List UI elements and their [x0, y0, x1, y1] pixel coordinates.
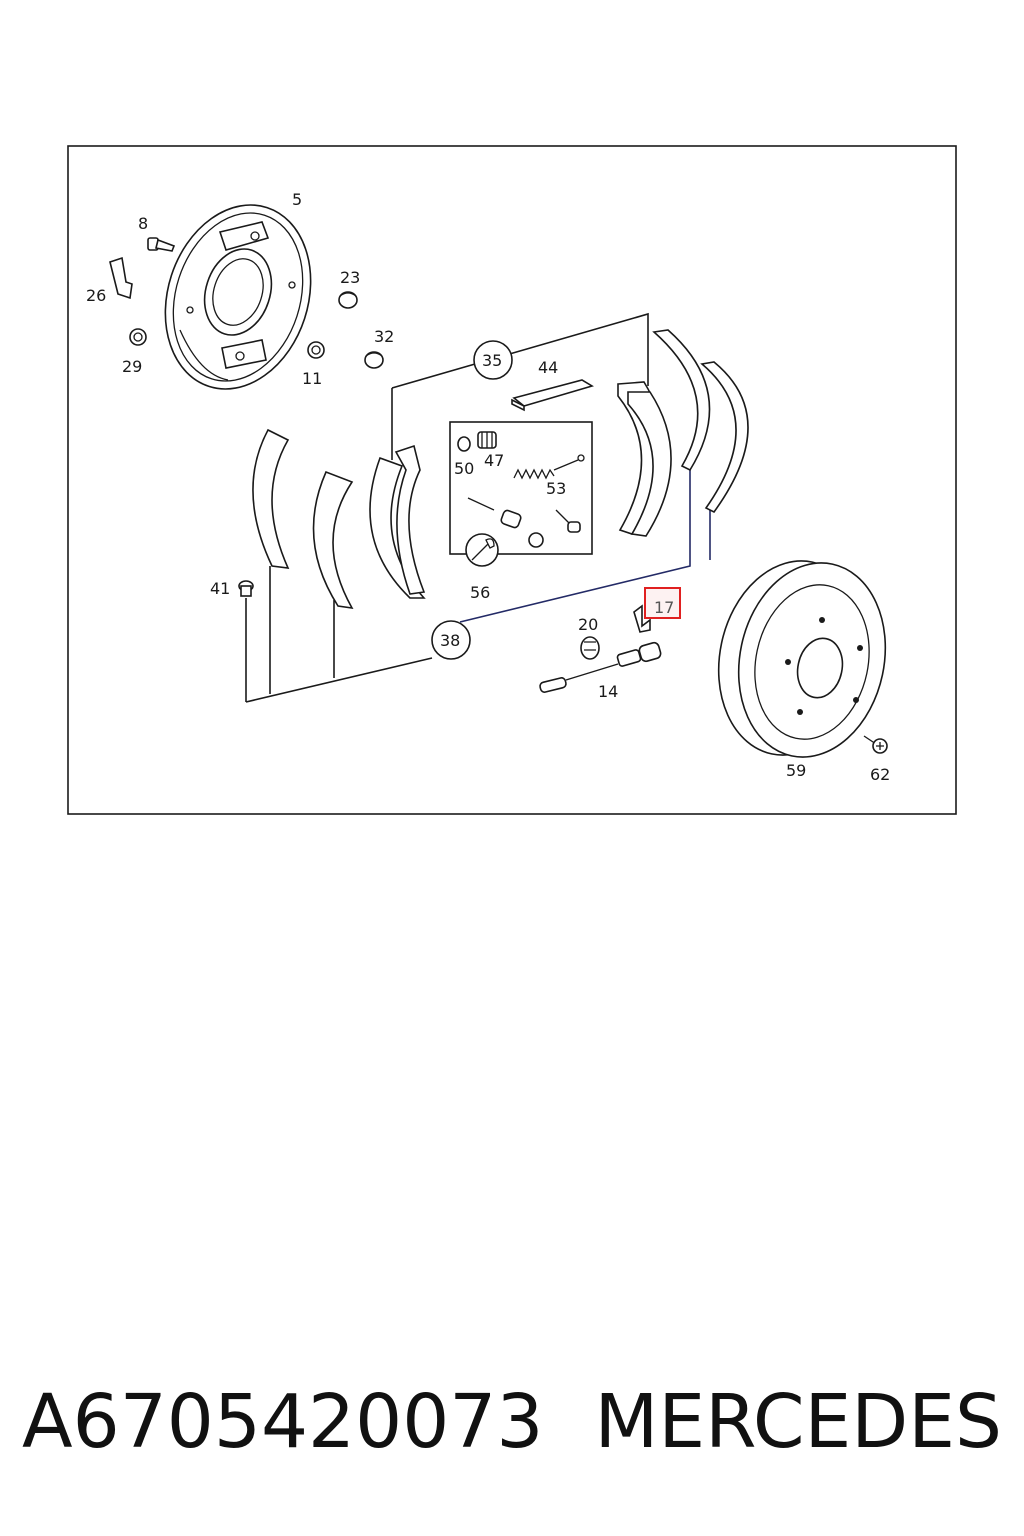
- plug-23[interactable]: [338, 291, 358, 309]
- brake-lining-right-2[interactable]: [700, 361, 749, 514]
- callout-53: 53: [546, 479, 566, 498]
- callout-26: 26: [86, 286, 106, 305]
- callout-17-highlight: [644, 587, 681, 619]
- callout-14: 14: [598, 682, 618, 701]
- screw-62[interactable]: [863, 735, 888, 754]
- brake-shoe-right[interactable]: [617, 381, 672, 537]
- callout-11: 11: [302, 369, 322, 388]
- part-number: A6705420073: [22, 1379, 544, 1465]
- hardware-kit-box: [449, 421, 593, 555]
- callout-29: 29: [122, 357, 142, 376]
- callout-20: 20: [578, 615, 598, 634]
- plug-32[interactable]: [364, 351, 384, 369]
- backing-plate[interactable]: [142, 186, 333, 408]
- brake-drum-59[interactable]: [701, 547, 903, 771]
- boot-20[interactable]: [580, 636, 600, 660]
- callout-50: 50: [454, 459, 474, 478]
- bushing-41[interactable]: [238, 580, 254, 597]
- pin-kit[interactable]: [467, 497, 581, 548]
- diagram-frame: [67, 145, 957, 815]
- callout-44: 44: [538, 358, 558, 377]
- nut-29[interactable]: [129, 328, 147, 346]
- bolt-8[interactable]: [147, 237, 176, 252]
- callout-circle-38: [431, 620, 471, 660]
- callout-17[interactable]: 17: [654, 598, 674, 617]
- callout-38: 38: [440, 631, 460, 650]
- callout-56: 56: [470, 583, 490, 602]
- callout-32: 32: [374, 327, 394, 346]
- callout-35: 35: [482, 351, 502, 370]
- callout-5: 5: [292, 190, 302, 209]
- brake-shoe-left[interactable]: [369, 444, 426, 599]
- callout-41: 41: [210, 579, 230, 598]
- brake-lining-left-2[interactable]: [312, 470, 354, 610]
- callout-circle-35: [473, 340, 513, 380]
- cap-50[interactable]: [457, 436, 471, 452]
- spring-53[interactable]: [513, 454, 585, 480]
- footer: A6705420073 MERCEDES: [0, 1372, 1024, 1472]
- callout-59: 59: [786, 761, 806, 780]
- plate-44[interactable]: [511, 379, 594, 412]
- brake-lining-right-1[interactable]: [652, 329, 711, 472]
- callout-62: 62: [870, 765, 890, 784]
- wrench-icon: [465, 533, 499, 567]
- callout-23: 23: [340, 268, 360, 287]
- nut-11[interactable]: [307, 341, 325, 359]
- bracket-26[interactable]: [109, 256, 133, 300]
- brand-name: MERCEDES: [594, 1379, 1002, 1465]
- callout-47: 47: [484, 451, 504, 470]
- clip-17[interactable]: [633, 604, 651, 633]
- wear-sensor-14[interactable]: [539, 641, 662, 693]
- brake-lining-left-1[interactable]: [252, 428, 290, 569]
- callout-8: 8: [138, 214, 148, 233]
- spring-47[interactable]: [477, 431, 497, 449]
- brake-parts-diagram: 5 8 26 29 11 23 32 35 44 50 47 53 56 41 …: [67, 145, 957, 815]
